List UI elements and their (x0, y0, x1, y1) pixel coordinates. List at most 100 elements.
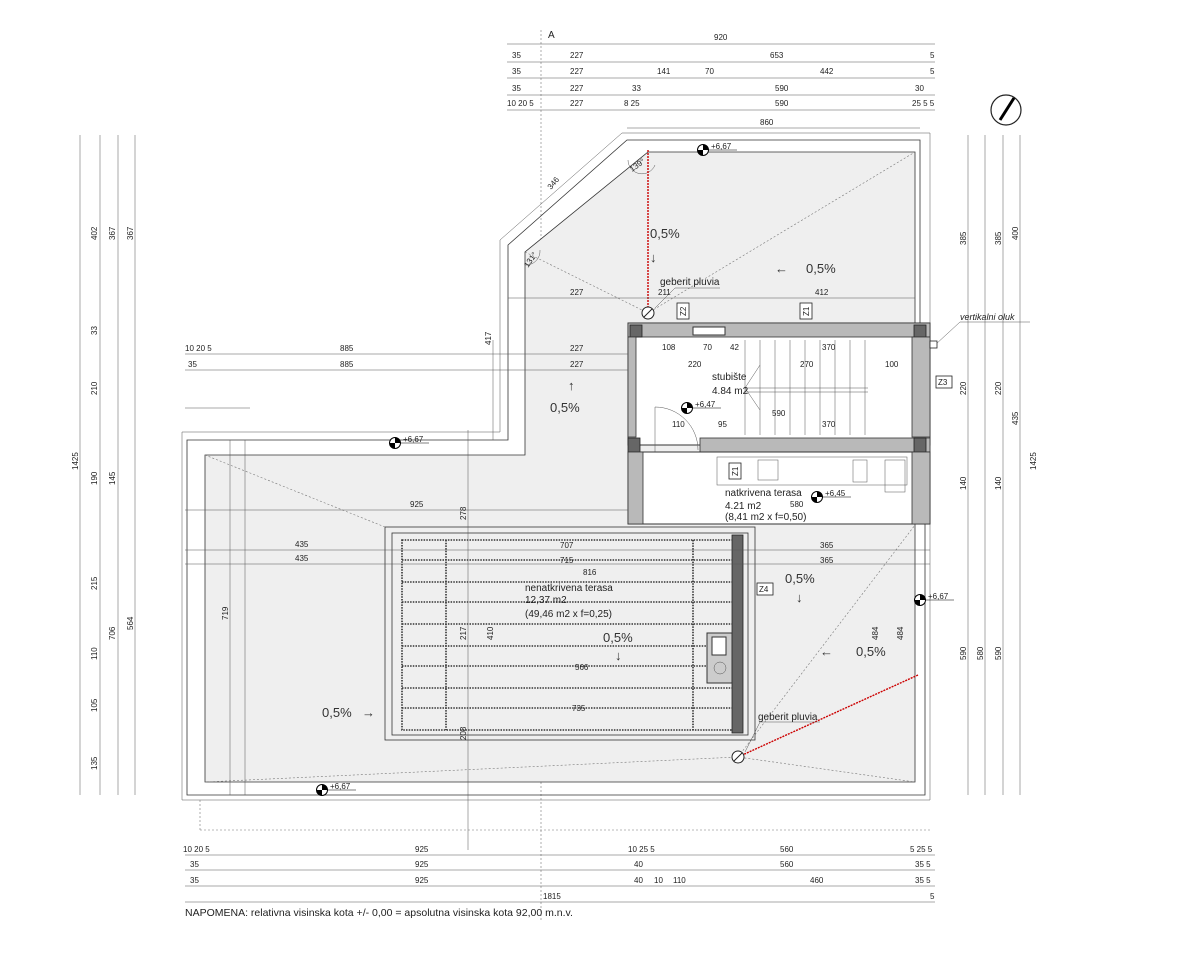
svg-text:↓: ↓ (615, 648, 622, 663)
level-markers: +6,67 +6,67 +6,47 +6,45 +6,67 +6,67 (316, 142, 954, 796)
svg-text:400: 400 (1011, 226, 1020, 240)
roof-outline (186, 139, 926, 796)
svg-text:10 20 5: 10 20 5 (185, 344, 212, 353)
svg-text:5 25 5: 5 25 5 (910, 845, 933, 854)
svg-text:40: 40 (634, 860, 643, 869)
svg-text:110: 110 (672, 420, 685, 429)
svg-text:↓: ↓ (650, 250, 657, 265)
svg-text:370: 370 (822, 343, 836, 352)
svg-text:108: 108 (662, 343, 676, 352)
room-name: nenatkrivena terasa (525, 583, 613, 594)
level-value: +6,67 (711, 142, 732, 151)
open-terrace (384, 526, 756, 741)
svg-text:145: 145 (108, 471, 117, 485)
svg-text:↓: ↓ (796, 590, 803, 605)
svg-text:0,5%: 0,5% (785, 571, 815, 586)
svg-text:←: ← (820, 644, 833, 659)
svg-text:217: 217 (459, 626, 468, 640)
svg-text:590: 590 (959, 646, 968, 660)
svg-text:227: 227 (570, 288, 584, 297)
level-value: +6,67 (928, 592, 949, 601)
room-calc: (8,41 m2 x f=0,50) (725, 512, 806, 523)
drain-label: geberit pluvia (660, 277, 720, 288)
svg-text:346: 346 (546, 175, 562, 191)
svg-text:227: 227 (570, 84, 584, 93)
svg-text:70: 70 (703, 343, 712, 352)
svg-text:367: 367 (126, 226, 135, 240)
svg-text:816: 816 (583, 568, 597, 577)
svg-text:35: 35 (188, 360, 197, 369)
svg-text:42: 42 (730, 343, 739, 352)
svg-text:0,5%: 0,5% (650, 226, 680, 241)
gutter-label: vertikalni oluk (960, 312, 1015, 322)
svg-text:564: 564 (126, 616, 135, 630)
svg-text:442: 442 (820, 67, 834, 76)
covered-terrace (627, 451, 931, 525)
stair-block (627, 322, 931, 453)
section-tags: Z1 Z1 Z2 Z3 Z4 (676, 302, 953, 596)
svg-text:460: 460 (810, 876, 824, 885)
svg-text:140: 140 (994, 476, 1003, 490)
svg-text:385: 385 (959, 231, 968, 245)
svg-text:560: 560 (780, 845, 794, 854)
svg-text:141: 141 (657, 67, 671, 76)
svg-text:410: 410 (486, 626, 495, 640)
svg-text:5: 5 (930, 51, 935, 60)
room-name: natkrivena terasa (725, 488, 802, 499)
svg-text:70: 70 (705, 67, 714, 76)
svg-text:925: 925 (410, 500, 424, 509)
svg-text:560: 560 (780, 860, 794, 869)
svg-text:580: 580 (790, 500, 804, 509)
svg-text:Z4: Z4 (759, 585, 769, 594)
elevation-note: NAPOMENA: relativna visinska kota +/- 0,… (185, 907, 573, 919)
svg-text:0,5%: 0,5% (322, 705, 352, 720)
level-value: +6,47 (695, 400, 716, 409)
level-value: +6,45 (825, 489, 846, 498)
svg-text:33: 33 (90, 326, 99, 335)
svg-text:208: 208 (459, 726, 468, 740)
svg-text:95: 95 (718, 420, 727, 429)
room-calc: (49,46 m2 x f=0,25) (525, 609, 612, 620)
svg-text:190: 190 (90, 471, 99, 485)
svg-text:370: 370 (822, 420, 836, 429)
room-area: 4.21 m2 (725, 501, 762, 512)
svg-text:35 5: 35 5 (915, 876, 931, 885)
svg-text:1815: 1815 (543, 892, 561, 901)
svg-text:590: 590 (994, 646, 1003, 660)
svg-text:0,5%: 0,5% (806, 261, 836, 276)
svg-text:35 5: 35 5 (915, 860, 931, 869)
svg-text:367: 367 (108, 226, 117, 240)
svg-text:Z1: Z1 (802, 306, 811, 316)
svg-text:10 20 5: 10 20 5 (183, 845, 210, 854)
svg-text:220: 220 (688, 360, 702, 369)
dimension-lines-inner (185, 297, 930, 850)
svg-text:215: 215 (90, 576, 99, 590)
svg-text:227: 227 (570, 99, 584, 108)
svg-text:860: 860 (760, 118, 774, 127)
svg-text:5: 5 (930, 67, 935, 76)
slope-indicators: 0,5%↓ ←0,5% ↑0,5% 0,5%↓ 0,5%↓ ←0,5% 0,5%… (322, 226, 886, 720)
svg-text:25 5 5: 25 5 5 (912, 99, 935, 108)
svg-text:0,5%: 0,5% (550, 400, 580, 415)
north-arrow-icon (990, 94, 1022, 126)
svg-text:580: 580 (976, 646, 985, 660)
section-label: A (548, 30, 555, 41)
svg-text:435: 435 (295, 554, 309, 563)
svg-text:→: → (362, 705, 375, 720)
svg-text:35: 35 (512, 51, 521, 60)
svg-text:385: 385 (994, 231, 1003, 245)
svg-text:706: 706 (108, 626, 117, 640)
svg-text:715: 715 (560, 556, 574, 565)
svg-text:140: 140 (959, 476, 968, 490)
svg-text:8 25: 8 25 (624, 99, 640, 108)
svg-text:402: 402 (90, 226, 99, 240)
svg-text:270: 270 (800, 360, 814, 369)
dimension-labels-right: 385 385 400 220 220 435 140 140 1425 590… (959, 226, 1038, 660)
svg-text:484: 484 (896, 626, 905, 640)
svg-text:885: 885 (340, 344, 354, 353)
svg-text:653: 653 (770, 51, 784, 60)
dimension-lines-top (507, 43, 935, 129)
